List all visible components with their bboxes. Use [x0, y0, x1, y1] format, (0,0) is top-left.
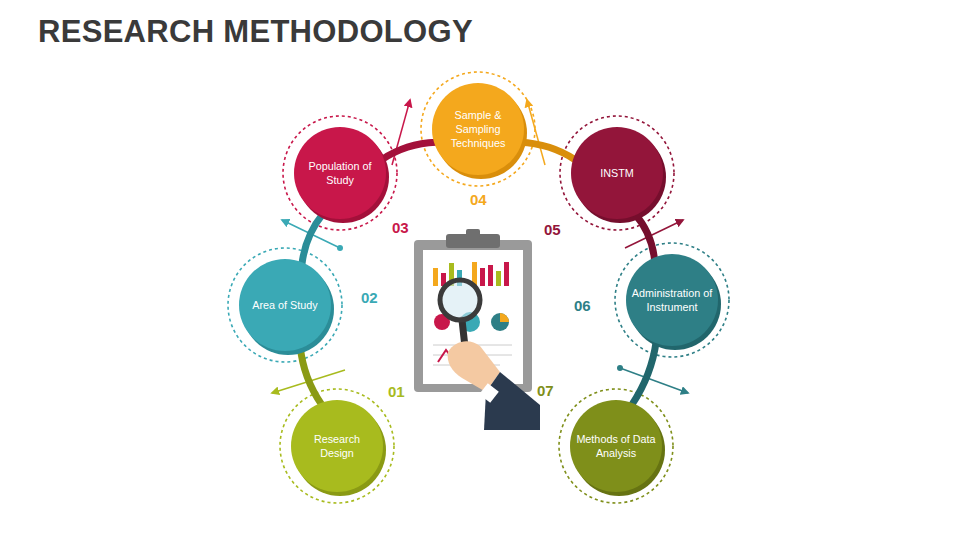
- callout-number: 06: [574, 297, 591, 314]
- step-circle: Population of Study: [294, 127, 386, 219]
- step-circle: Methods of Data Analysis: [570, 400, 662, 492]
- arc-connector: [300, 346, 322, 404]
- circle-shape: [570, 400, 662, 492]
- step-label: Population of Study: [299, 159, 381, 187]
- arc-connector: [302, 214, 323, 265]
- step-circle: Research Design: [291, 400, 383, 492]
- circle-shape: [294, 127, 386, 219]
- callout-number: 05: [544, 221, 561, 238]
- step-label: Research Design: [296, 432, 378, 460]
- callout-number: 02: [361, 289, 378, 306]
- arc-connector: [634, 213, 654, 259]
- step-circle: Area of Study: [239, 259, 331, 351]
- step-label: Area of Study: [244, 298, 326, 312]
- callout-number: 07: [537, 382, 554, 399]
- callout-number: 03: [392, 219, 409, 236]
- step-label: Methods of Data Analysis: [575, 432, 657, 460]
- step-label: Sample & Sampling Techniques: [437, 108, 519, 150]
- step-circle: Administration of Instrument: [626, 254, 718, 346]
- circle-shape: [626, 254, 718, 346]
- arc-connector: [632, 341, 656, 405]
- step-label: INSTM: [576, 166, 658, 180]
- circle-shape: [291, 400, 383, 492]
- arc-connector: [520, 142, 575, 159]
- title: RESEARCH METHODOLOGY: [38, 14, 473, 50]
- callout-number: 01: [388, 383, 405, 400]
- callout-number: 04: [470, 191, 487, 208]
- step-circle: Sample & Sampling Techniques: [432, 83, 524, 175]
- arc-connector: [382, 142, 436, 159]
- step-label: Administration of Instrument: [631, 286, 713, 314]
- step-circle: INSTM: [571, 127, 663, 219]
